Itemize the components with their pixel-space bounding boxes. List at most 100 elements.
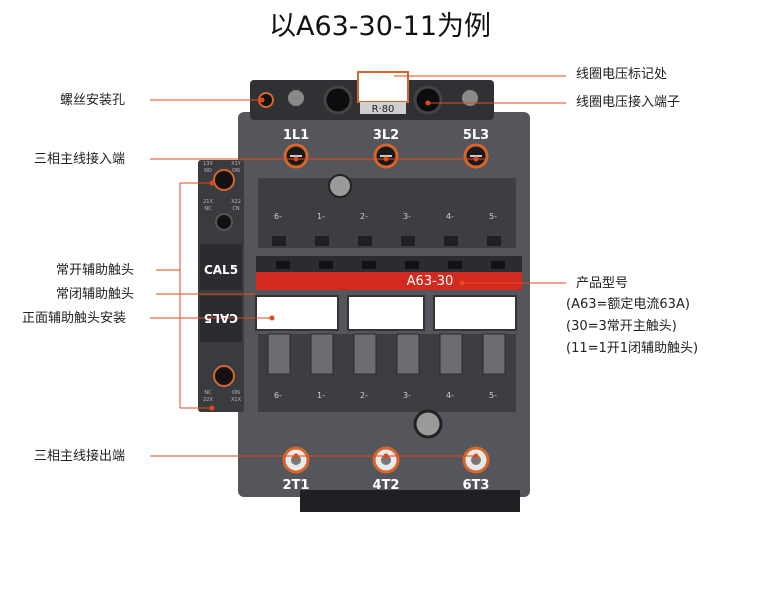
coil-terminal-a2 — [413, 85, 443, 115]
leader-dot — [269, 315, 275, 321]
contactor-shadow-base — [300, 490, 520, 512]
lower-contact-bar — [267, 333, 291, 375]
lower-contact-bar — [439, 333, 463, 375]
aux-mark: NC — [204, 390, 212, 396]
row-mark-lower: 4- — [446, 391, 454, 400]
aux-mark: ON — [232, 168, 240, 174]
aux-label-top-text: CAL5 — [204, 263, 238, 277]
row-mark-upper: 2- — [360, 212, 368, 221]
model-band-shade — [256, 256, 522, 272]
screw-center — [381, 455, 391, 465]
coil-screw-right-small — [460, 88, 480, 108]
coil-screw-left-small — [286, 88, 306, 108]
label-model-aux-contacts: (11=1开1闭辅助触头) — [566, 341, 699, 356]
row-mark-upper: 5- — [489, 212, 497, 221]
bottom-terminal-label: 2T1 — [283, 478, 310, 493]
label-main-line-input: 三相主线接入端 — [34, 152, 126, 167]
label-mounting-hole: 螺丝安装孔 — [60, 93, 126, 108]
aux-label-bottom-text: CAL5 — [204, 311, 238, 325]
aux-mark: 22X — [203, 397, 213, 403]
leader-dot — [293, 156, 299, 162]
lower-window — [258, 334, 516, 412]
upper-slot — [444, 236, 458, 246]
lower-contact-bar — [310, 333, 334, 375]
leader-dot — [473, 453, 479, 459]
aux-mark: NC — [204, 206, 212, 212]
aux-mark: X22 — [231, 199, 241, 205]
row-mark-upper: 6- — [274, 212, 282, 221]
indicator-window-2 — [347, 295, 425, 331]
aux-mark: CN — [232, 206, 239, 212]
upper-slot — [487, 236, 501, 246]
leader-dot — [459, 280, 465, 286]
row-mark-upper: 4- — [446, 212, 454, 221]
model-band — [256, 272, 522, 290]
aux-mark: 13X — [203, 161, 213, 167]
leader-dot — [209, 180, 215, 186]
indicator-window-3 — [433, 295, 517, 331]
coil-terminal-a1 — [323, 85, 353, 115]
band-slot — [405, 261, 419, 269]
label-model-current: (A63=额定电流63A) — [566, 297, 690, 312]
screw-center — [291, 455, 301, 465]
coil-marking-plate — [360, 102, 406, 114]
top-terminals — [283, 143, 489, 169]
upper-slot — [401, 236, 415, 246]
model-band-text: A63-30 — [407, 274, 454, 289]
aux-label-panel-bottom — [200, 296, 242, 342]
bottom-terminals — [282, 446, 490, 474]
label-front-aux-mount: 正面辅助触头安装 — [22, 311, 127, 326]
leader-dot — [383, 156, 389, 162]
band-slot — [362, 261, 376, 269]
page-title: 以A63-30-11为例 — [268, 11, 492, 42]
leader-dot — [209, 405, 215, 411]
label-product-model: 产品型号 — [576, 276, 629, 291]
device-text: 1L12T13L24T25L36T36-6-1-1-2-2-3-3-4-4-5-… — [203, 104, 497, 493]
upper-slot — [272, 236, 286, 246]
leader-dot — [259, 97, 265, 103]
label-model-main-contacts: (30=3常开主触头) — [566, 319, 677, 334]
row-mark-lower: 5- — [489, 391, 497, 400]
aux-mark: NO — [204, 168, 212, 174]
indicator-window-1 — [255, 295, 339, 331]
leader-dot — [383, 453, 389, 459]
row-mark-lower: 1- — [317, 391, 325, 400]
aux-label-panel-top — [200, 244, 242, 290]
center-screw-bottom — [413, 409, 443, 439]
row-mark-lower: 2- — [360, 391, 368, 400]
top-terminal-label: 5L3 — [463, 128, 489, 143]
band-slot — [448, 261, 462, 269]
upper-window — [258, 178, 516, 248]
center-screw-top — [328, 174, 352, 198]
row-mark-upper: 3- — [403, 212, 411, 221]
bottom-terminal-label: 6T3 — [463, 478, 490, 493]
lower-contact-bar — [482, 333, 506, 375]
band-slot — [319, 261, 333, 269]
label-coil-voltage-mark: 线圈电压标记处 — [576, 67, 668, 82]
row-mark-lower: 6- — [274, 391, 282, 400]
top-terminal-label: 3L2 — [373, 128, 399, 143]
label-nc-aux-contact: 常闭辅助触头 — [56, 287, 135, 302]
top-terminal-label: 1L1 — [283, 128, 309, 143]
leader-dot — [293, 453, 299, 459]
aux-mark: 21X — [203, 199, 213, 205]
row-mark-lower: 3- — [403, 391, 411, 400]
aux-terminal-top — [213, 169, 235, 191]
upper-slot — [315, 236, 329, 246]
band-slot — [491, 261, 505, 269]
label-no-aux-contact: 常开辅助触头 — [56, 263, 135, 278]
band-slot — [276, 261, 290, 269]
lower-contact-bar — [396, 333, 420, 375]
lower-contact-bar — [353, 333, 377, 375]
label-coil-voltage-terminal: 线圈电压接入端子 — [576, 95, 681, 110]
upper-slot — [358, 236, 372, 246]
leader-dot — [425, 100, 431, 106]
row-mark-upper: 1- — [317, 212, 325, 221]
label-main-line-output: 三相主线接出端 — [34, 449, 126, 464]
aux-mark: ON — [232, 390, 240, 396]
aux-mark: X1Y — [231, 161, 242, 167]
leader-lines — [150, 75, 566, 459]
screw-center — [471, 455, 481, 465]
